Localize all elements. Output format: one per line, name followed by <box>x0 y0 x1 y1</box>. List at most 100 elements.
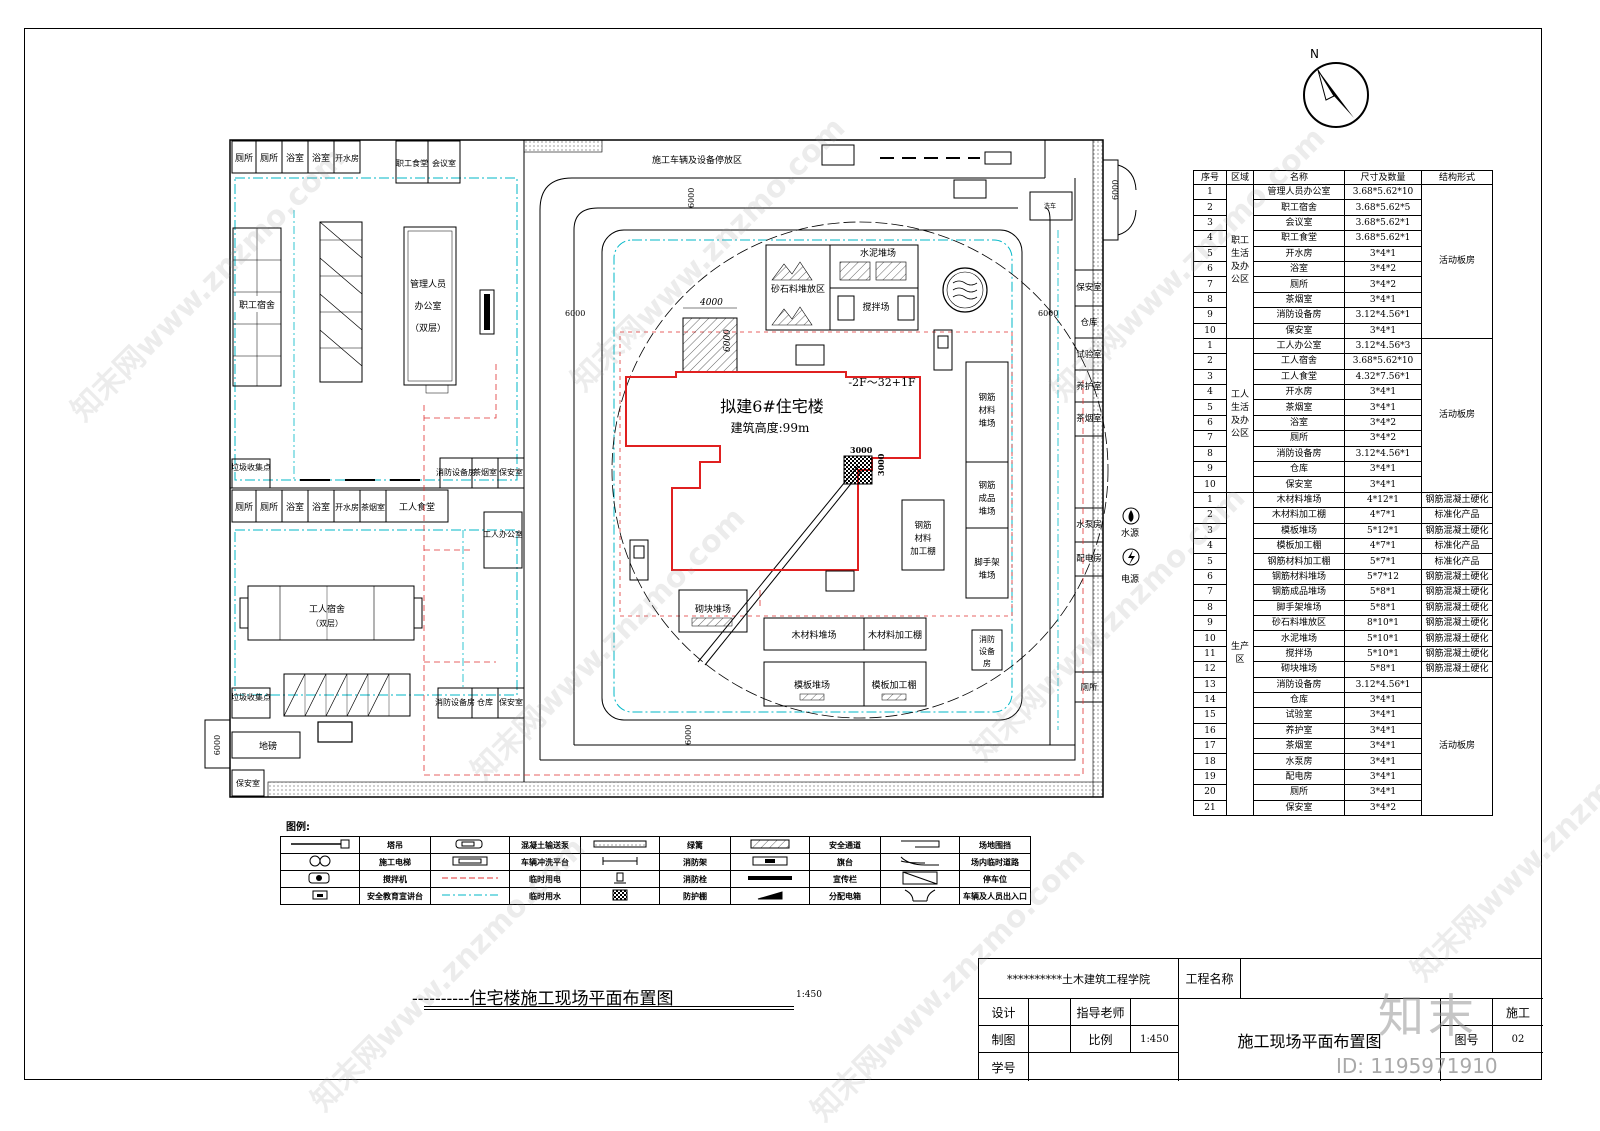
legend-symbol-icon <box>580 853 660 871</box>
fire-room-site: 消防 <box>979 634 995 644</box>
material-yard-top: 砂石料堆放区 水泥堆场 搅拌场 <box>765 244 919 331</box>
schedule-header-4: 结构形式 <box>1421 170 1493 185</box>
dim-gate-right: 6000 <box>1111 180 1120 200</box>
schedule-header-1: 区域 <box>1226 170 1254 185</box>
room-smoking-1: 茶烟室 <box>473 467 497 477</box>
room-garbage-1: 垃圾收集点 <box>231 462 271 472</box>
legend-label: 安全教育宣讲台 <box>359 887 431 905</box>
legend-symbol-icon <box>430 887 510 905</box>
room-meeting: 会议室 <box>432 158 456 168</box>
tb-student-no: 学号 <box>979 1053 1029 1081</box>
legend-symbol-icon <box>730 836 810 854</box>
legend-label: 旗台 <box>809 853 881 871</box>
sand-yard: 砂石料堆放区 <box>771 283 825 295</box>
legend-symbol-icon <box>280 853 360 871</box>
schedule-header-0: 序号 <box>1193 170 1227 185</box>
dim-top: 6000 <box>687 188 696 208</box>
room-bath-1: 浴室 <box>286 152 304 164</box>
legend-label: 停车位 <box>959 870 1031 888</box>
room-toilet-4: 厕所 <box>260 502 278 513</box>
staff-dorm-block: 职工宿舍 <box>232 227 282 387</box>
mgmt-office-label-1: 管理人员 <box>410 278 446 290</box>
power-source-icon: 电源 <box>1121 548 1140 585</box>
tb-category-label <box>1441 999 1493 1026</box>
left-entrance: 6000 地磅 保安室 <box>204 719 353 797</box>
water-tank-icon <box>942 267 988 313</box>
legend-symbol-icon <box>730 853 810 871</box>
room-curing: 养护室 <box>1076 381 1102 392</box>
legend-label: 安全通道 <box>809 836 881 854</box>
legend-label: 场内临时道路 <box>959 853 1031 871</box>
room-toilet-1: 厕所 <box>235 153 253 164</box>
svg-text:材料: 材料 <box>914 533 932 544</box>
worker-bottom-rooms: 垃圾收集点 消防设备房 仓库 保安室 <box>231 687 525 719</box>
legend-label: 分配电箱 <box>809 887 881 905</box>
svg-text:堆场: 堆场 <box>978 418 995 429</box>
legend-row: 塔吊混凝土输送泵绿篱安全通道场地围挡 <box>280 836 1031 854</box>
right-rooms: 保安室 仓库 试验室 养护室 茶烟室 水泵房 配电房 厕所 <box>1074 269 1104 703</box>
block-yard: 砌块堆场 <box>695 603 731 615</box>
room-fire-2: 消防设备房 <box>435 697 475 707</box>
schedule-area: 生产区 <box>1226 491 1254 817</box>
legend-label: 车辆及人员出入口 <box>959 887 1031 905</box>
title-underline-1 <box>424 1006 794 1007</box>
mixing-yard: 搅拌场 <box>862 301 889 313</box>
room-right-guard: 保安室 <box>1076 282 1102 293</box>
legend-symbol-icon <box>430 870 510 888</box>
legend-label: 临时用电 <box>509 870 581 888</box>
svg-text:堆场: 堆场 <box>978 570 995 581</box>
left-gate-dim: 6000 <box>213 735 222 755</box>
mgmt-office: 管理人员 办公室 （双层） <box>403 226 457 394</box>
rebar-product: 钢筋 <box>978 480 995 491</box>
room-bath-4: 浴室 <box>312 501 330 513</box>
temp-water-lines <box>293 210 1059 730</box>
legend-label: 宣传栏 <box>809 870 881 888</box>
svg-text:堆场: 堆场 <box>978 506 995 517</box>
mixer-icon <box>795 344 855 592</box>
room-smoke: 茶烟室 <box>1076 413 1102 424</box>
tb-project-label: 工程名称 <box>1179 959 1241 999</box>
water-source-icon: 水源 <box>1121 507 1140 539</box>
power-label: 电源 <box>1121 573 1139 585</box>
dim-left: 6000 <box>565 309 585 318</box>
title-block: **********土木建筑工程学院 工程名称 设计 指导老师 制图 比例 1:… <box>978 958 1543 1081</box>
legend-label: 施工电梯 <box>359 853 431 871</box>
north-label: N <box>1310 47 1319 61</box>
form-yard: 模板堆场 <box>794 679 830 691</box>
legend-symbol-icon <box>430 853 510 871</box>
perimeter-strip-bottom <box>267 781 1104 798</box>
svg-text:加工棚: 加工棚 <box>910 546 936 557</box>
tb-project-value <box>1241 959 1543 999</box>
schedule-structure: 活动板房 <box>1421 676 1493 817</box>
legend-symbol-icon <box>580 836 660 854</box>
schedule-area: 职工生活及办公区 <box>1226 184 1254 339</box>
rebar-yards: 钢筋 材料 堆场 钢筋 成品 堆场 脚手架 堆场 钢筋 材料 加工棚 消防 设备… <box>901 361 1009 671</box>
room-worker-office: 工人办公室 <box>483 529 523 539</box>
legend-symbol-icon <box>730 887 810 905</box>
tb-drawn-value <box>1029 1026 1071 1053</box>
legend-symbol-icon <box>730 870 810 888</box>
worker-top-rooms: 厕所 厕所 浴室 浴室 开水房 茶烟室 工人食堂 工人办公室 <box>231 489 523 569</box>
legend-label: 防护棚 <box>659 887 731 905</box>
room-worker-dorm-note: （双层） <box>311 619 343 628</box>
dim-right: 6000 <box>1038 309 1058 318</box>
legend-symbol-icon <box>280 887 360 905</box>
schedule-header-3: 尺寸及数量 <box>1344 170 1422 185</box>
rebar-shed: 钢筋 <box>914 520 931 531</box>
tb-drawing-no-label: 图号 <box>1441 1026 1493 1053</box>
